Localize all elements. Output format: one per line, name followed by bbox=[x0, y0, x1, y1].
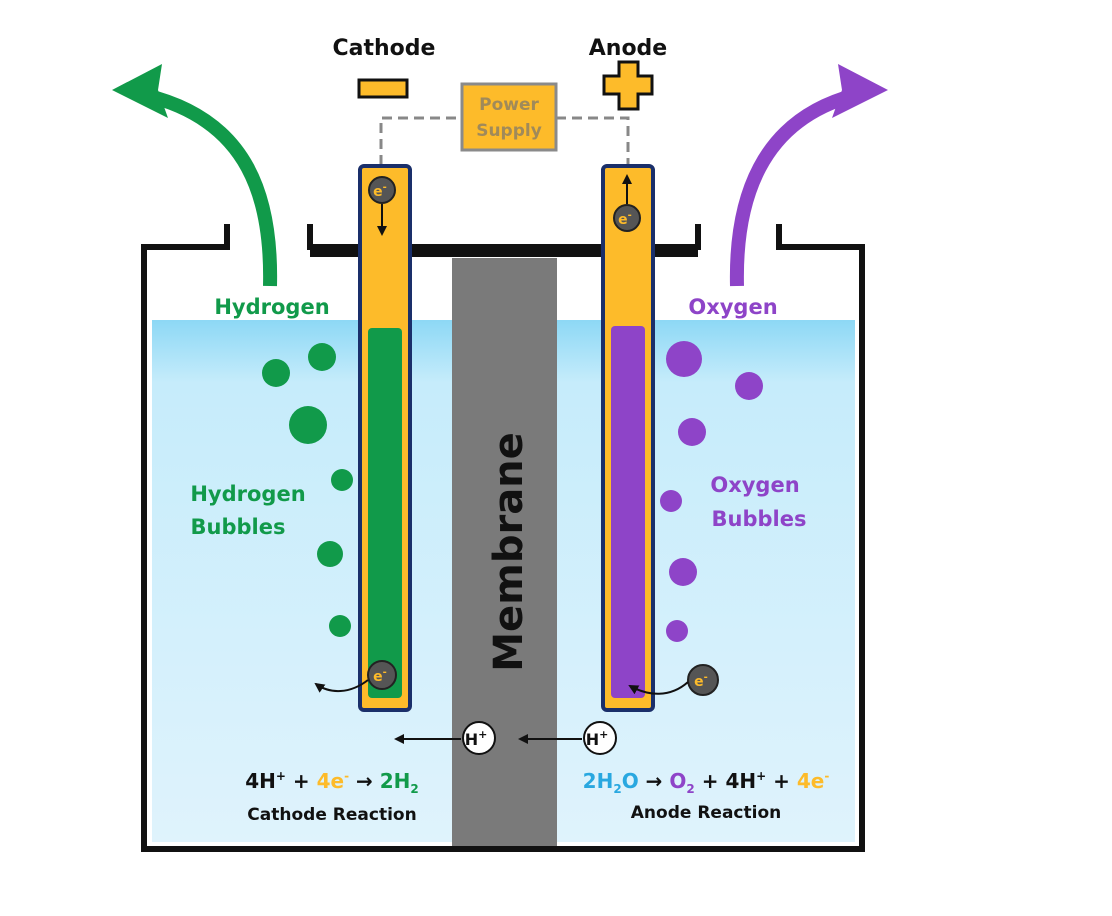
oxygen-arrowhead-icon bbox=[832, 64, 888, 118]
hydrogen-bubbles bbox=[262, 343, 353, 637]
proton-symbol: H+ bbox=[465, 728, 488, 749]
plus-sign-icon bbox=[602, 60, 654, 111]
power-supply-label-line2: Supply bbox=[476, 121, 542, 141]
oxygen-label: Oxygen bbox=[688, 295, 777, 319]
proton-right: H+ bbox=[583, 721, 617, 755]
hydrogen-label: Hydrogen bbox=[214, 295, 329, 319]
anode-reaction-caption: Anode Reaction bbox=[631, 803, 781, 823]
cathode-hydrogen-layer bbox=[368, 328, 402, 698]
cathode-reaction-caption: Cathode Reaction bbox=[247, 805, 416, 825]
oxygen-bubbles bbox=[660, 341, 763, 642]
hydrogen-bubbles-label-line1: Hydrogen bbox=[190, 482, 305, 506]
electron-symbol: e- bbox=[373, 667, 387, 685]
cathode-label: Cathode bbox=[333, 36, 436, 61]
oxygen-bubbles-label-line1: Oxygen bbox=[710, 473, 799, 497]
electron-cathode-top: e- bbox=[368, 176, 396, 204]
oxygen-output-arrow bbox=[729, 88, 857, 287]
electron-symbol: e- bbox=[373, 182, 387, 200]
anode-oxygen-layer bbox=[611, 326, 645, 698]
hydrogen-bubbles-label-line2: Bubbles bbox=[191, 515, 286, 539]
electron-release-arrow bbox=[314, 679, 369, 693]
power-supply-box bbox=[460, 82, 558, 152]
oxygen-bubbles-label-line2: Bubbles bbox=[712, 507, 807, 531]
electron-absorb-arrow bbox=[628, 681, 689, 695]
proton-left: H+ bbox=[462, 721, 496, 755]
cathode-reaction-equation: 4H+ + 4e- → 2H2 bbox=[245, 769, 419, 796]
anode-label: Anode bbox=[589, 36, 667, 61]
membrane-label: Membrane bbox=[486, 432, 532, 672]
hydrogen-arrowhead-icon bbox=[112, 64, 168, 118]
hydrogen-output-arrow bbox=[143, 88, 278, 287]
anode-reaction-equation: 2H2O → O2 + 4H+ + 4e- bbox=[583, 769, 830, 796]
electron-anode-top: e- bbox=[613, 204, 641, 232]
electron-cathode-bottom: e- bbox=[367, 660, 397, 690]
minus-sign-icon bbox=[357, 78, 409, 99]
electron-symbol: e- bbox=[618, 210, 632, 228]
electron-symbol: e- bbox=[694, 672, 708, 690]
proton-symbol: H+ bbox=[586, 728, 609, 749]
power-supply-label-line1: Power bbox=[479, 95, 539, 115]
wires bbox=[379, 116, 630, 165]
electron-anode-bottom: e- bbox=[687, 664, 719, 696]
